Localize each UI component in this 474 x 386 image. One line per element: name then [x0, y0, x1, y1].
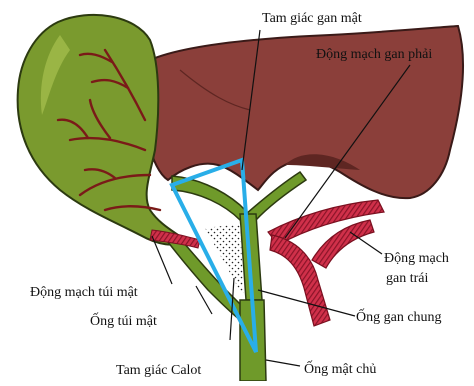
- label-cystic-duct: Ống túi mật: [90, 311, 157, 329]
- label-left-hepatic-artery-2: gan trái: [386, 271, 428, 286]
- left-hepatic-artery: [312, 220, 374, 268]
- label-right-hepatic-artery: Động mạch gan phải: [316, 47, 432, 62]
- label-common-bile-duct: Ống mật chủ: [304, 359, 376, 377]
- label-left-hepatic-artery-1: Động mạch: [384, 251, 449, 266]
- label-cystic-artery: Động mạch túi mật: [30, 285, 138, 300]
- label-common-hepatic-duct: Ống gan chung: [356, 307, 442, 325]
- label-triangle-hepatobiliary: Tam giác gan mật: [262, 11, 362, 26]
- label-calot-triangle: Tam giác Calot: [116, 363, 201, 378]
